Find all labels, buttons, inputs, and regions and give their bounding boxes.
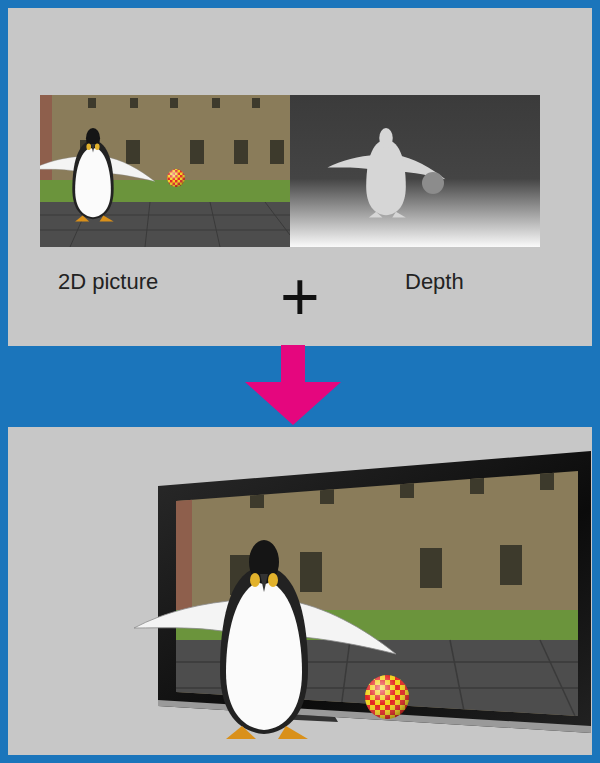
image-panel: Depth: [290, 95, 540, 247]
plus-sign: +: [280, 262, 320, 330]
image-panel: 2D picture: [40, 95, 290, 247]
image-caption: Depth: [405, 269, 464, 295]
image-caption: 2D picture: [58, 269, 158, 295]
